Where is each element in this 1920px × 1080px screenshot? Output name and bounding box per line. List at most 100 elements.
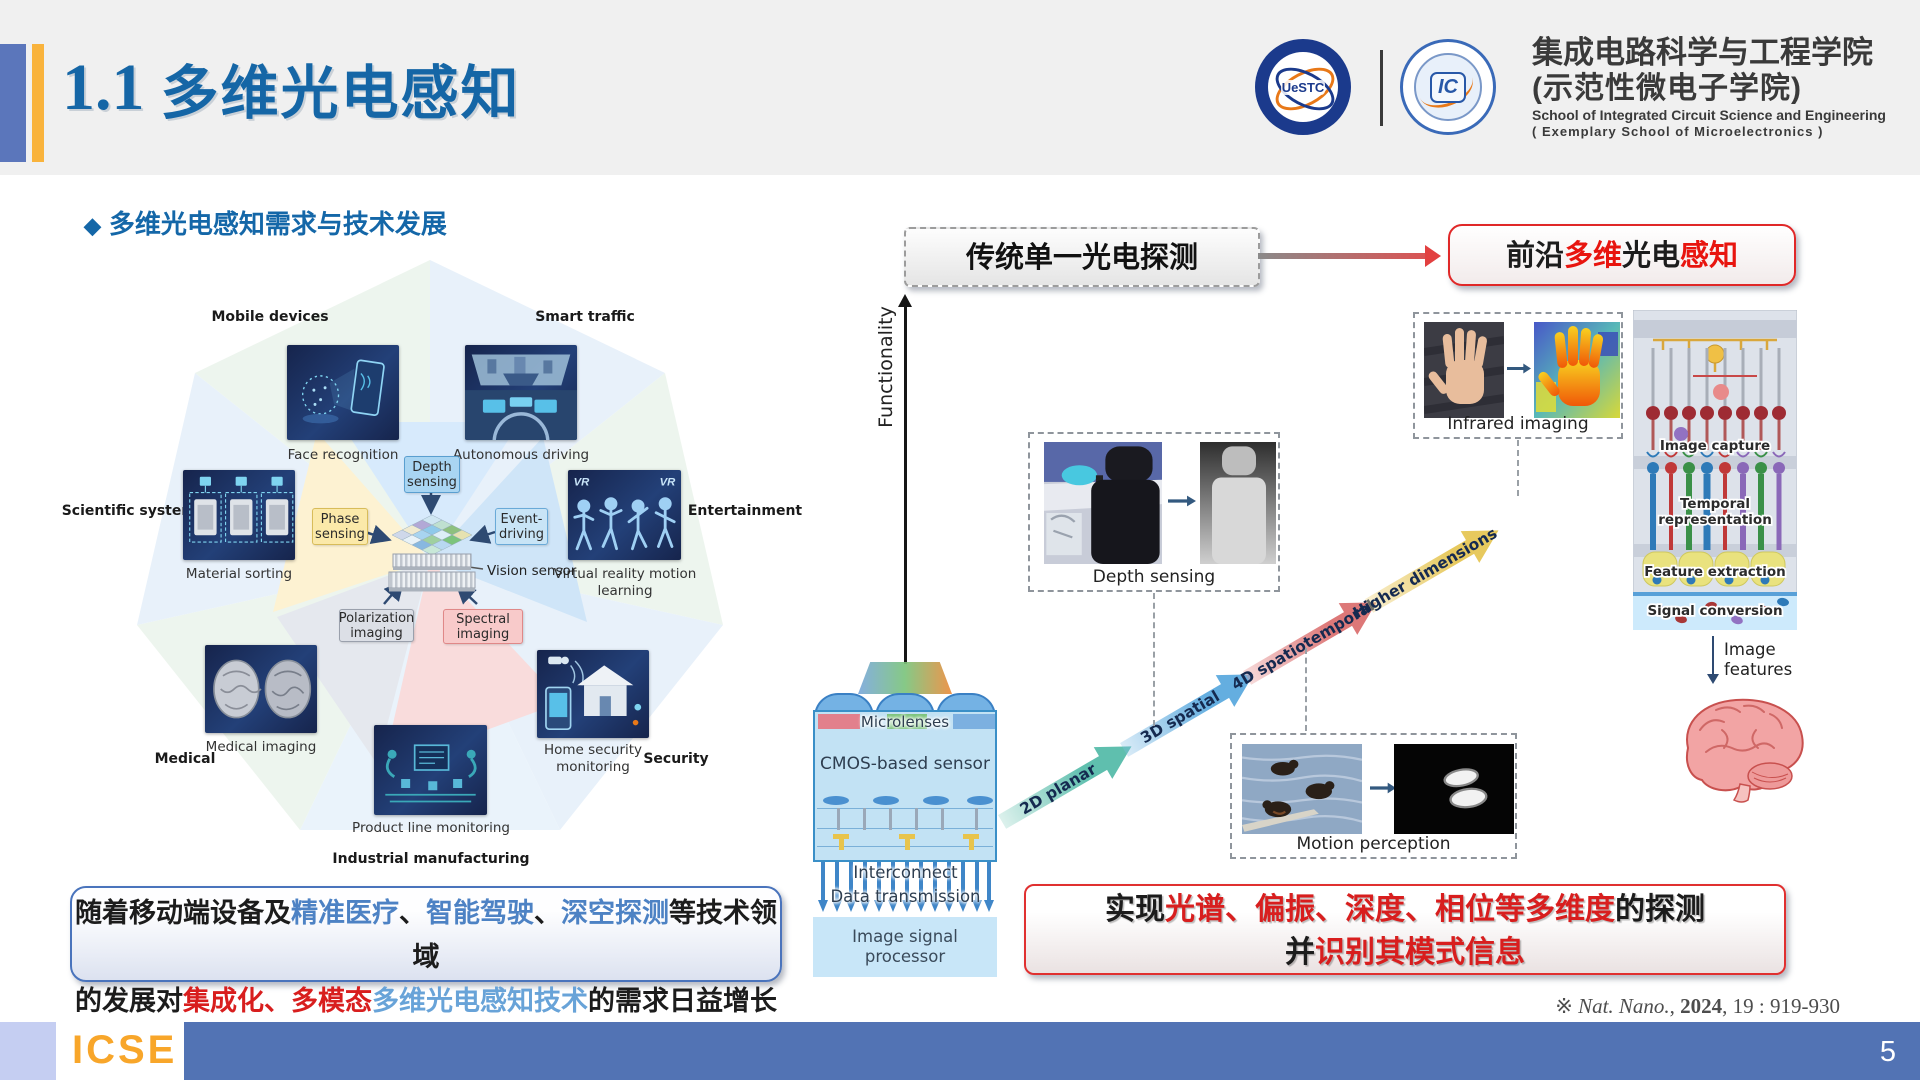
depth-sensing-box: Depth sensing	[404, 456, 460, 493]
ducks-photo	[1242, 744, 1362, 834]
caption-home-security: Home security monitoring	[543, 742, 643, 775]
diamond-bullet-icon: ◆	[84, 213, 101, 238]
category-scientific-systems: Scientific systems	[61, 503, 205, 519]
category-mobile-devices: Mobile devices	[211, 309, 329, 325]
metal-layer-line	[817, 808, 993, 809]
caption-autonomous-driving: Autonomous driving	[452, 447, 590, 463]
depth-sensing-example-box: Depth sensing	[1028, 432, 1280, 592]
connector-motion	[1305, 648, 1307, 731]
functionality-axis-label: Functionality	[875, 306, 897, 428]
functionality-axis-arrowhead	[898, 294, 912, 307]
thermal-image	[1534, 322, 1620, 418]
dimension-label-3d: 3D spatial	[1137, 687, 1223, 748]
color-filter-blue	[953, 714, 995, 729]
citation-pages: , 19 : 919-930	[1722, 994, 1840, 1018]
photodiode	[823, 796, 849, 805]
retina-label-feature-extraction: Feature extraction	[1644, 564, 1786, 580]
product-line-art	[385, 744, 477, 803]
autonomous-driving-image	[465, 345, 577, 440]
example-caption-motion: Motion perception	[1296, 834, 1451, 854]
dimension-arrow-higher: Higher dimensions	[1350, 513, 1509, 623]
photodiode	[923, 796, 949, 805]
transition-arrow	[1258, 245, 1441, 267]
logo-divider	[1380, 50, 1383, 126]
dimension-label-2d: 2D planar	[1016, 759, 1100, 819]
school-name-block: 集成电路科学与工程学院 (示范性微电子学院) School of Integra…	[1532, 34, 1918, 140]
retina-label-signal-conversion: Signal conversion	[1647, 603, 1782, 619]
caption-vr-motion: Virtual reality motion learning	[553, 566, 697, 599]
image-features-arrow	[1707, 636, 1719, 684]
summary-line1: 随着移动端设备及精准医疗、智能驾驶、深空探测等技术领域	[75, 898, 777, 972]
cmos-sensor-stack: Microlenses CMOS-based sensor Inter	[813, 660, 998, 980]
summary-box: 随着移动端设备及精准医疗、智能驾驶、深空探测等技术领域 的发展对集成化、多模态多…	[70, 886, 782, 1016]
via-pillar	[975, 808, 978, 830]
caption-material-sorting: Material sorting	[185, 566, 293, 582]
light-cone	[858, 662, 952, 694]
medical-imaging-image	[205, 645, 317, 733]
product-line-image	[374, 725, 487, 815]
conclusion-box: 实现光谱、偏振、深度、相位等多维度的探测 并识别其模式信息	[1024, 884, 1786, 975]
school-name-en: School of Integrated Circuit Science and…	[1532, 107, 1886, 123]
via-pillar	[915, 808, 918, 830]
image-features-label: Image features	[1724, 640, 1793, 679]
via-pillar	[837, 808, 840, 830]
category-medical: Medical	[154, 751, 216, 767]
photodiode	[967, 796, 993, 805]
brain-illustration	[1686, 698, 1804, 803]
left-panel-heading-text: 多维光电感知需求与技术发展	[108, 209, 447, 239]
page-number: 5	[1879, 1036, 1897, 1068]
retina-label-image-capture: Image capture	[1660, 438, 1770, 454]
microlenses-label: Microlenses	[860, 713, 950, 731]
spectral-imaging-box: Spectral imaging	[443, 609, 523, 644]
medical-imaging-art	[213, 659, 312, 719]
face-recognition-art	[302, 359, 385, 424]
conclusion-line2: 并识别其模式信息	[1285, 936, 1525, 969]
caption-face-recognition: Face recognition	[287, 447, 399, 463]
photodiode	[873, 796, 899, 805]
icse-school-logo: IC	[1400, 39, 1496, 135]
vr-motion-art: VR VR	[573, 477, 677, 551]
section-title: 多维光电感知	[160, 61, 521, 126]
citation: ※ Nat. Nano., 2024, 19 : 919-930	[1400, 994, 1840, 1019]
svg-text:VR: VR	[574, 477, 591, 489]
left-panel-heading: ◆ 多维光电感知需求与技术发展	[84, 204, 447, 241]
section-number: 1.1	[62, 51, 145, 124]
school-name-cn: 集成电路科学与工程学院	[1532, 35, 1873, 70]
connector-infrared	[1517, 440, 1519, 496]
motion-mask	[1394, 744, 1514, 834]
interconnect-label: Interconnect	[853, 863, 958, 882]
icse-logo-ring: IC	[1414, 53, 1482, 121]
dimension-label-higher: Higher dimensions	[1349, 524, 1501, 623]
category-entertainment: Entertainment	[687, 503, 803, 519]
infrared-imaging-example-box: Infrared imaging	[1413, 312, 1623, 439]
via-pillar	[863, 808, 866, 830]
retina-label-temporal: Temporal	[1680, 496, 1750, 512]
category-industrial-manufacturing: Industrial manufacturing	[332, 851, 530, 867]
category-smart-traffic: Smart traffic	[535, 309, 635, 325]
example-caption-infrared: Infrared imaging	[1447, 414, 1589, 434]
citation-comma: ,	[1669, 994, 1681, 1018]
home-security-art	[545, 656, 642, 731]
uestc-logo: UeSTC	[1255, 39, 1351, 135]
home-security-image	[537, 650, 649, 738]
material-sorting-art	[189, 476, 294, 543]
citation-journal: Nat. Nano.	[1578, 994, 1670, 1018]
citation-year: 2024	[1680, 994, 1723, 1018]
example-caption-depth: Depth sensing	[1092, 567, 1216, 587]
caption-medical-imaging: Medical imaging	[205, 739, 317, 755]
page-title: 1.1 多维光电感知	[62, 38, 521, 138]
uestc-logo-inner: UeSTC	[1268, 52, 1338, 122]
vision-sensor-chip	[388, 514, 476, 592]
transistor	[833, 834, 849, 850]
cmos-label: CMOS-based sensor	[820, 754, 990, 774]
phase-sensing-box: Phase sensing	[312, 508, 368, 545]
transistor	[899, 834, 915, 850]
svg-text:VR: VR	[660, 477, 677, 489]
office-photo	[1044, 442, 1162, 564]
via-pillar	[941, 808, 944, 830]
via-pillar	[889, 808, 892, 830]
transistor	[963, 834, 979, 850]
category-security: Security	[643, 751, 709, 767]
color-filter-green	[887, 714, 927, 729]
